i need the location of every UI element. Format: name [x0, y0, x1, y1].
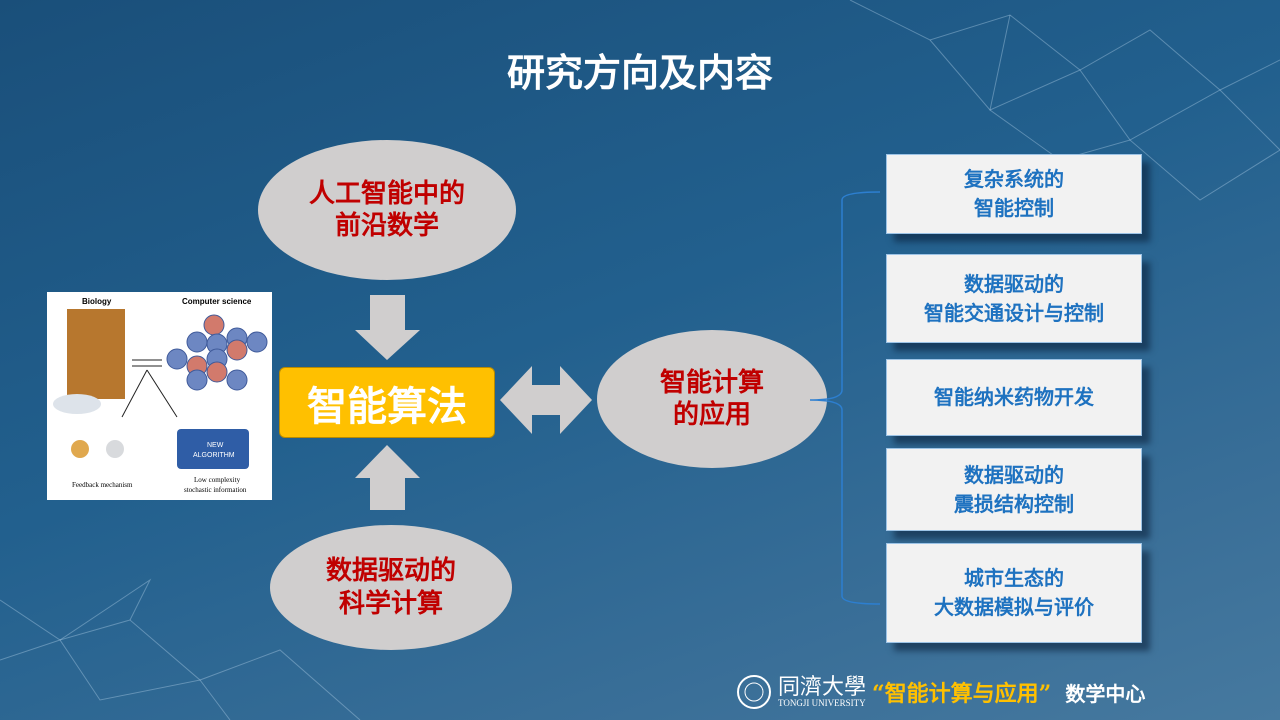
topic-frontier-math: 人工智能中的 前沿数学	[258, 140, 516, 280]
hexagon-grid	[166, 314, 268, 391]
algorithm-image	[177, 429, 249, 469]
university-name-cn: 同濟大學	[778, 674, 867, 700]
university-name-en: TONGJI UNIVERSITY	[778, 697, 866, 708]
application-box: 数据驱动的 智能交通设计与控制	[886, 254, 1142, 343]
up-arrow-icon	[355, 445, 420, 510]
page-title: 研究方向及内容	[506, 50, 773, 95]
footer: 同濟大學 TONGJI UNIVERSITY “智能计算与应用” 数学中心	[736, 672, 1145, 712]
biology-cs-figure: Biology Computer science NEW ALGORITHM F…	[47, 292, 272, 500]
application-box: 复杂系统的 智能控制	[886, 154, 1142, 234]
cs-label: Computer science	[182, 297, 252, 306]
math-center: 数学中心	[1065, 681, 1146, 706]
biology-label: Biology	[82, 297, 112, 306]
double-arrow-icon	[500, 366, 592, 434]
wing-image	[67, 309, 125, 399]
svg-text:ALGORITHM: ALGORITHM	[193, 452, 235, 459]
stochastic-label: stochastic information	[184, 486, 247, 494]
application-box: 数据驱动的 震损结构控制	[886, 448, 1142, 531]
topic-applications: 智能计算 的应用	[597, 330, 827, 468]
low-complexity-label: Low complexity	[194, 476, 241, 484]
bracket-line	[809, 191, 881, 605]
down-arrow-icon	[355, 295, 420, 360]
slogan: “智能计算与应用”	[872, 681, 1052, 707]
fly-image	[53, 394, 101, 414]
core-algorithm-box: 智能算法	[279, 367, 495, 438]
feedback-label: Feedback mechanism	[72, 481, 133, 489]
svg-text:NEW: NEW	[207, 442, 224, 449]
topic-data-driven-computing: 数据驱动的 科学计算	[270, 525, 512, 650]
application-box: 智能纳米药物开发	[886, 359, 1142, 436]
tongji-seal-icon	[737, 675, 771, 709]
application-box: 城市生态的 大数据模拟与评价	[886, 543, 1142, 643]
